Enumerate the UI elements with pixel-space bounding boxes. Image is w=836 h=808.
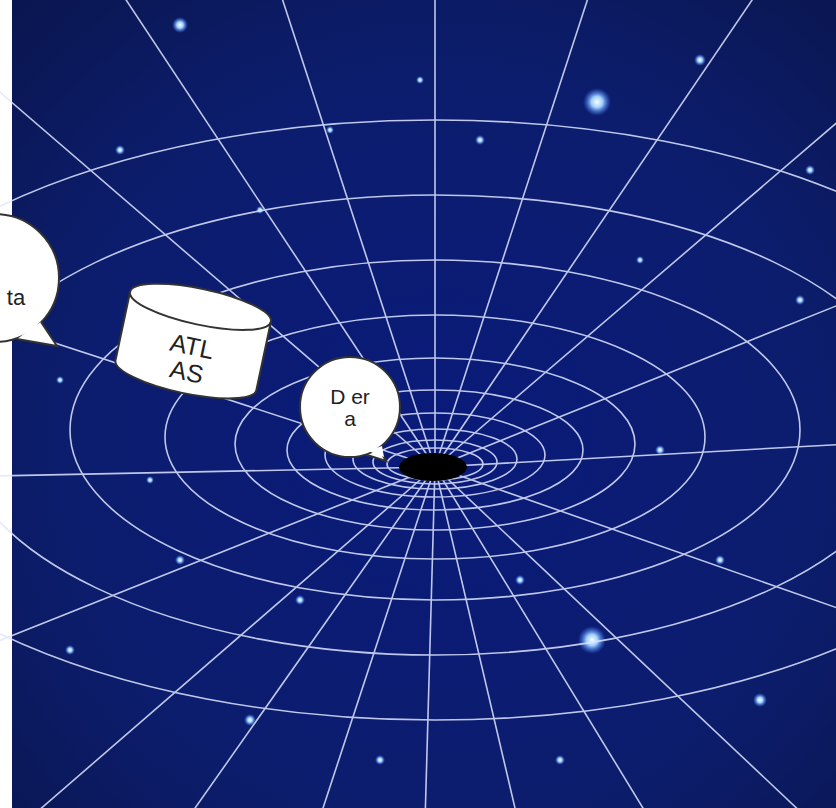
- speech-bubble: D er a: [298, 355, 402, 459]
- speech-bubble-outline: [0, 212, 61, 344]
- speech-bubble: ta: [0, 212, 61, 344]
- text-area: D er a: [328, 386, 372, 430]
- node-label: D er a: [328, 386, 372, 430]
- text-area: ta: [1, 286, 31, 309]
- node-label: ta: [1, 286, 31, 309]
